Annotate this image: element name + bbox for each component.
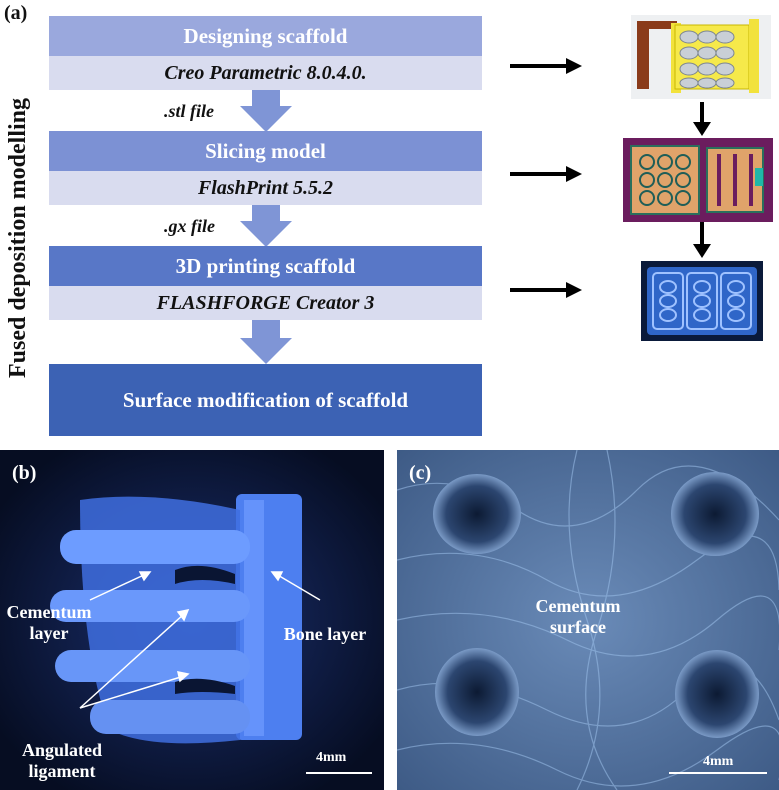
down-black-arrow-1-icon: [693, 102, 711, 136]
flow-arrow-2-icon: [240, 205, 292, 247]
panel-b-scale-text: 4mm: [316, 750, 347, 765]
step-printing-tool: FLASHFORGE Creator 3: [49, 286, 482, 320]
bone-layer-label: Bone layer: [283, 624, 367, 644]
vertical-title: Fused deposition modelling: [5, 97, 31, 379]
step-designing-header: Designing scaffold: [49, 16, 482, 56]
cad-model-thumbnail: [631, 15, 771, 99]
step-designing-tool: Creo Parametric 8.0.4.0.: [49, 56, 482, 90]
cementum-surface-photo: [397, 450, 779, 790]
scaffold-side-photo: [0, 450, 384, 790]
down-black-arrow-2-icon: [693, 222, 711, 258]
right-arrow-3-icon: [510, 282, 582, 298]
step-slicing-header: Slicing model: [49, 131, 482, 171]
panel-a-label: (a): [4, 2, 28, 24]
right-arrow-2-icon: [510, 166, 582, 182]
cementum-layer-label: Cementum layer: [6, 602, 92, 643]
panel-c-photo: (c) Cementum surface 4mm: [397, 450, 779, 790]
panel-c-label: (c): [409, 462, 432, 484]
step-printing-header: 3D printing scaffold: [49, 246, 482, 286]
panel-b-scale-bar: [306, 772, 372, 774]
panel-c-scale-bar: [669, 772, 767, 774]
panel-a-workflow: (a) Fused deposition modelling Designing…: [4, 2, 773, 436]
annotation-arrows: [79, 571, 321, 709]
cementum-surface-label: Cementum surface: [535, 596, 621, 637]
gx-file-label: .gx file: [164, 216, 215, 236]
printed-scaffold-thumbnail: [641, 261, 763, 341]
step-slicing-tool: FlashPrint 5.5.2: [49, 171, 482, 205]
flow-arrow-3-icon: [240, 320, 292, 364]
flow-arrow-1-icon: [240, 90, 292, 132]
stl-file-label: .stl file: [164, 101, 214, 121]
panel-b-label: (b): [12, 462, 37, 484]
right-arrow-1-icon: [510, 58, 582, 74]
panel-c-scale-text: 4mm: [703, 754, 734, 769]
sliced-model-thumbnail: [623, 138, 773, 222]
step-surface-modification: Surface modification of scaffold: [49, 364, 482, 436]
angulated-ligament-label: Angulated ligament: [21, 740, 102, 781]
panel-b-photo: (b) Cementum layer Bone layer Angulated …: [0, 450, 384, 790]
